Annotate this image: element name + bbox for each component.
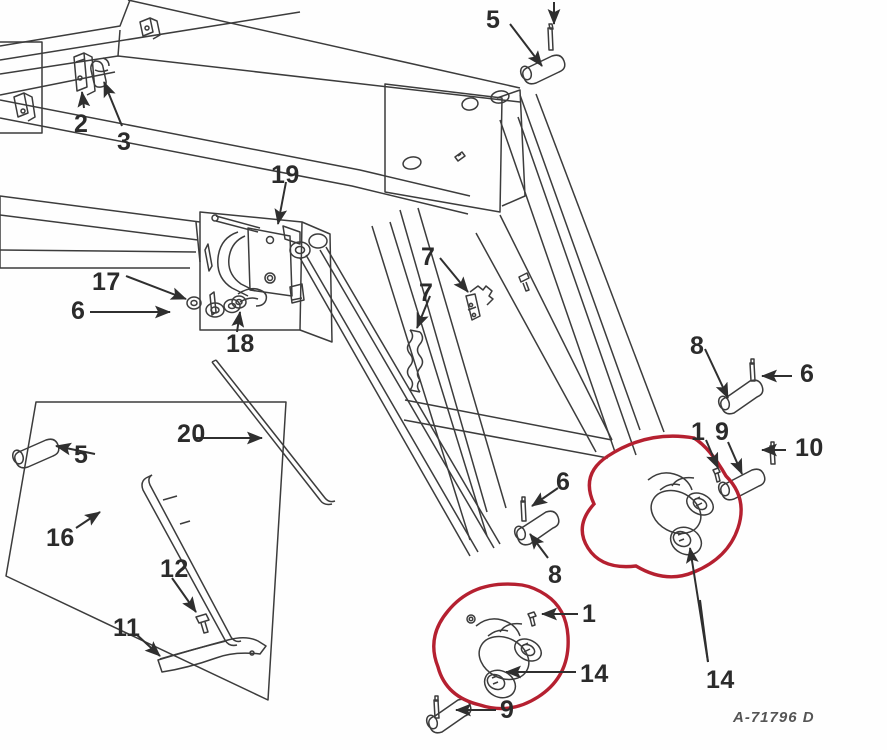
red-circle-upper <box>580 434 743 579</box>
callout-20: 20 <box>177 420 206 448</box>
drawing-number: A-71796 D <box>733 709 815 726</box>
callout-5-top: 5 <box>486 6 501 34</box>
callout-16: 16 <box>46 524 75 552</box>
callout-leader-extra <box>699 599 709 663</box>
callout-2: 2 <box>74 110 89 138</box>
callout-14-lower: 14 <box>580 660 609 688</box>
callout-6-mid: 6 <box>556 468 571 496</box>
callout-6-right: 6 <box>800 360 815 388</box>
callout-17: 17 <box>92 268 121 296</box>
red-circle-lower <box>432 582 570 711</box>
callout-19: 19 <box>271 161 300 189</box>
callout-1-upper: 1 <box>691 418 706 446</box>
callout-8-right: 8 <box>690 332 705 360</box>
red-annotation-circles <box>432 434 743 711</box>
callout-12: 12 <box>160 555 189 583</box>
callout-3: 3 <box>117 128 132 156</box>
callout-10: 10 <box>795 434 824 462</box>
callout-7-upper: 7 <box>421 243 436 271</box>
machine-structure <box>0 0 776 734</box>
callout-6-left: 6 <box>71 297 86 325</box>
callout-5-inset: 5 <box>74 441 89 469</box>
callout-14-upper: 14 <box>706 666 735 694</box>
callout-11: 11 <box>113 614 141 642</box>
callout-8-mid: 8 <box>548 561 563 589</box>
callout-9-lower: 9 <box>500 696 515 724</box>
callout-leaders <box>55 2 792 717</box>
callout-1-lower: 1 <box>582 600 597 628</box>
callout-9-upper: 9 <box>715 418 730 446</box>
callout-7-lower: 7 <box>419 279 434 307</box>
callout-18: 18 <box>226 330 255 358</box>
